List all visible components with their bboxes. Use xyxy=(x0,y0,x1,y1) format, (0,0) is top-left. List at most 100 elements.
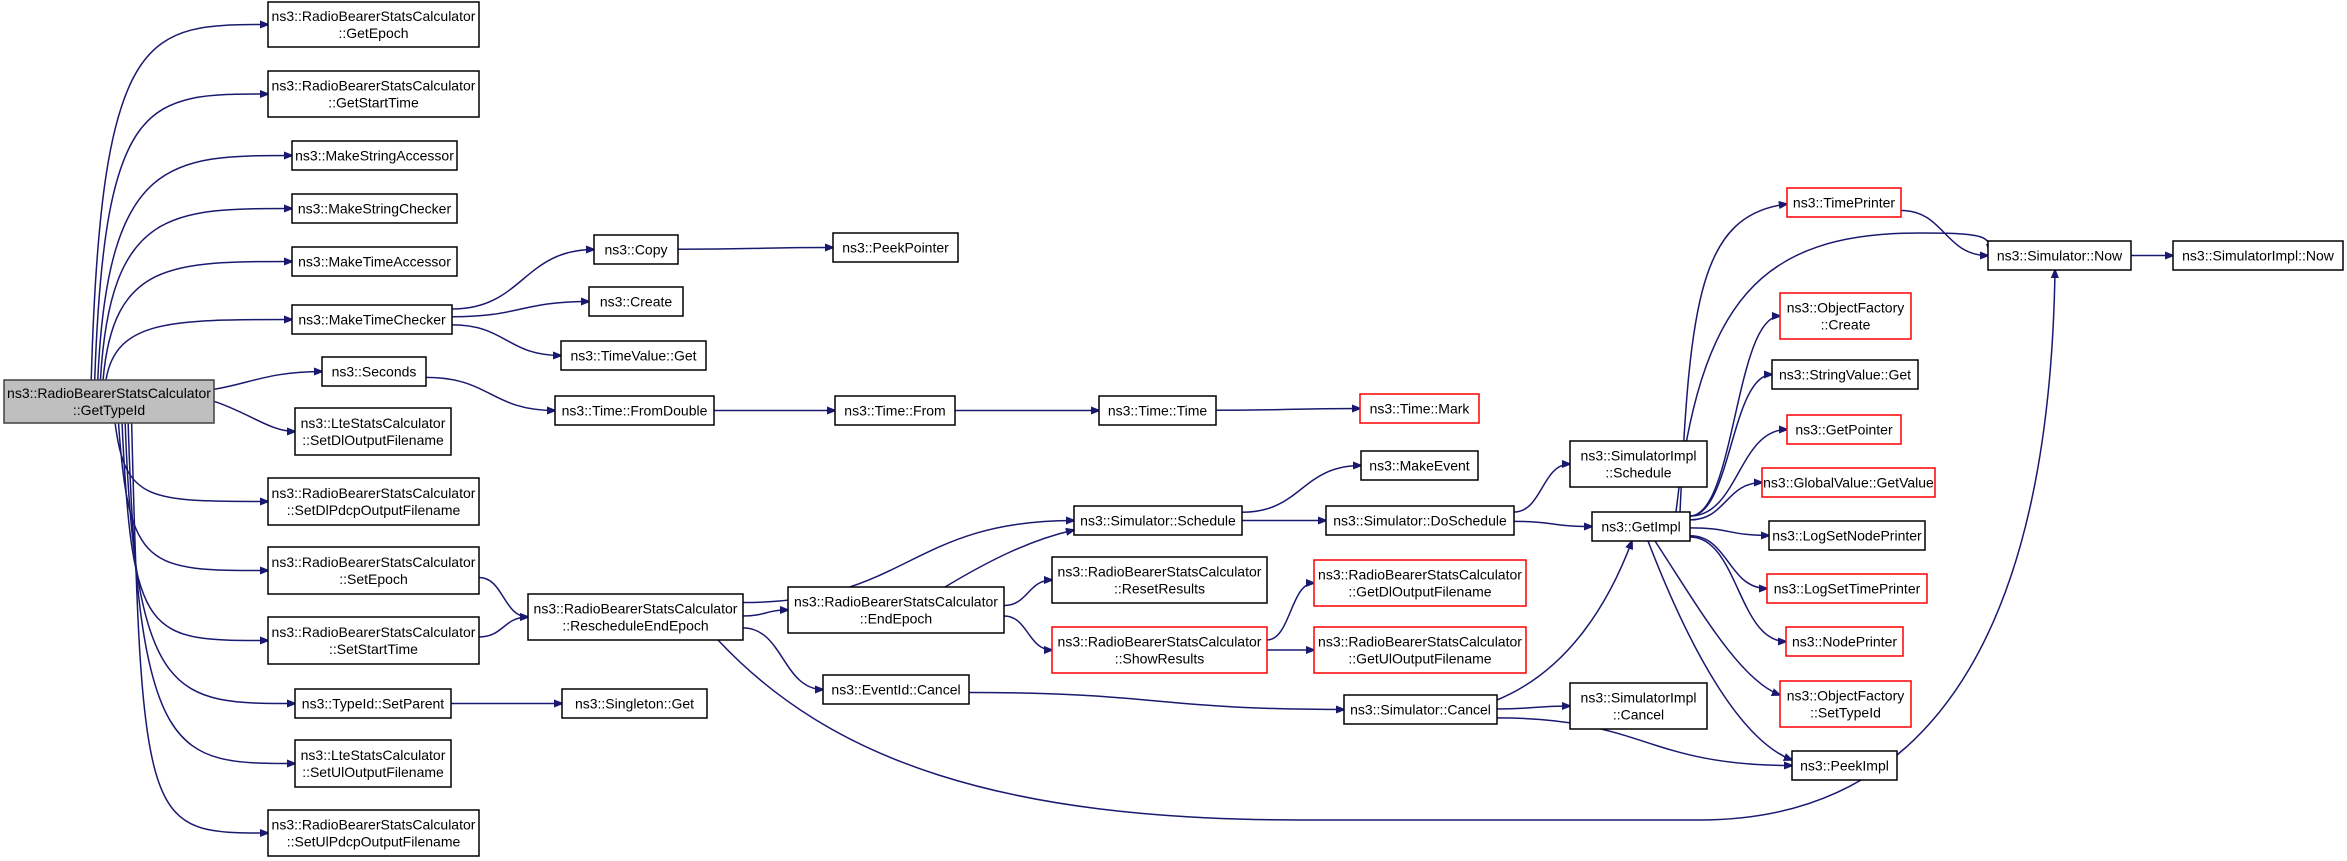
node-box xyxy=(1779,292,1912,340)
edge-showresults-to-getdlout xyxy=(1266,583,1314,641)
node-mktimeacc[interactable]: ns3::MakeTimeAccessor xyxy=(291,246,458,277)
node-copy[interactable]: ns3::Copy xyxy=(593,234,679,265)
node-peekpointer[interactable]: ns3::PeekPointer xyxy=(832,232,959,263)
node-label: ns3::RadioBearerStatsCalculator xyxy=(1318,567,1522,583)
node-ofcreate[interactable]: ns3::ObjectFactory::Create xyxy=(1779,292,1912,340)
node-box xyxy=(1325,505,1515,536)
node-getpointer[interactable]: ns3::GetPointer xyxy=(1786,414,1902,445)
node-box xyxy=(561,688,708,719)
node-label: ns3::RadioBearerStatsCalculator xyxy=(534,601,738,617)
node-label: ns3::Seconds xyxy=(332,364,417,380)
edge-simschedule-to-makeevent xyxy=(1241,466,1361,513)
node-label: ::SetTypeId xyxy=(1810,705,1881,721)
node-resetresults[interactable]: ns3::RadioBearerStatsCalculator::ResetRe… xyxy=(1051,556,1268,604)
node-box xyxy=(1786,187,1902,218)
node-label: ns3::RadioBearerStatsCalculator xyxy=(272,817,476,833)
edge-simcancel-to-implcancel xyxy=(1496,706,1570,709)
node-setdlpdcp[interactable]: ns3::RadioBearerStatsCalculator::SetDlPd… xyxy=(267,477,480,526)
node-label: ns3::TimePrinter xyxy=(1793,195,1896,211)
node-peekimpl[interactable]: ns3::PeekImpl xyxy=(1791,750,1898,781)
node-setulpdcp[interactable]: ns3::RadioBearerStatsCalculator::SetUlPd… xyxy=(267,809,480,857)
node-getdlout[interactable]: ns3::RadioBearerStatsCalculator::GetDlOu… xyxy=(1313,559,1527,607)
node-getulout[interactable]: ns3::RadioBearerStatsCalculator::GetUlOu… xyxy=(1313,626,1527,674)
edge-root-to-seconds xyxy=(213,372,322,391)
node-label: ns3::NodePrinter xyxy=(1792,634,1897,650)
node-label: ns3::RadioBearerStatsCalculator xyxy=(272,554,476,570)
node-label: ns3::Singleton::Get xyxy=(575,696,694,712)
node-label: ::SetUlPdcpOutputFilename xyxy=(287,834,461,850)
node-eventcancel[interactable]: ns3::EventId::Cancel xyxy=(822,674,970,705)
node-makeevent[interactable]: ns3::MakeEvent xyxy=(1360,450,1479,481)
node-endepoch[interactable]: ns3::RadioBearerStatsCalculator::EndEpoc… xyxy=(787,586,1005,634)
node-seconds[interactable]: ns3::Seconds xyxy=(321,356,427,387)
node-doschedule[interactable]: ns3::Simulator::DoSchedule xyxy=(1325,505,1515,536)
node-box xyxy=(1569,682,1708,730)
node-mkstrchk[interactable]: ns3::MakeStringChecker xyxy=(291,193,458,224)
node-mkstracc[interactable]: ns3::MakeStringAccessor xyxy=(291,140,458,171)
node-label: ns3::ObjectFactory xyxy=(1787,300,1905,316)
node-simnow[interactable]: ns3::Simulator::Now xyxy=(1987,240,2132,271)
node-mark[interactable]: ns3::Time::Mark xyxy=(1359,393,1480,424)
node-time[interactable]: ns3::Time::Time xyxy=(1098,395,1217,426)
node-implcancel[interactable]: ns3::SimulatorImpl::Cancel xyxy=(1569,682,1708,730)
node-box xyxy=(1591,511,1691,542)
edge-eventcancel-to-simcancel xyxy=(968,691,1344,710)
node-label: ns3::Simulator::Now xyxy=(1997,248,2123,264)
node-nodeprinter[interactable]: ns3::NodePrinter xyxy=(1785,626,1904,657)
node-timevalueget[interactable]: ns3::TimeValue::Get xyxy=(560,340,707,371)
edge-time-to-mark xyxy=(1215,409,1360,411)
edge-root-to-getepoch xyxy=(90,25,268,381)
node-label: ::EndEpoch xyxy=(860,611,932,627)
node-box xyxy=(1051,556,1268,604)
node-box xyxy=(291,140,458,171)
node-label: ns3::RadioBearerStatsCalculator xyxy=(272,8,476,24)
node-logsettime[interactable]: ns3::LogSetTimePrinter xyxy=(1766,573,1928,604)
node-label: ns3::MakeStringChecker xyxy=(298,201,452,217)
node-label: ::SetStartTime xyxy=(329,641,418,657)
node-box xyxy=(291,193,458,224)
node-setepoch[interactable]: ns3::RadioBearerStatsCalculator::SetEpoc… xyxy=(267,546,480,595)
node-singletonget[interactable]: ns3::Singleton::Get xyxy=(561,688,708,719)
node-setparent[interactable]: ns3::TypeId::SetParent xyxy=(294,688,452,719)
node-setstarttime[interactable]: ns3::RadioBearerStatsCalculator::SetStar… xyxy=(267,616,480,665)
node-implnow[interactable]: ns3::SimulatorImpl::Now xyxy=(2172,240,2344,271)
node-ltesetul[interactable]: ns3::LteStatsCalculator::SetUlOutputFile… xyxy=(294,739,452,788)
edge-root-to-mkstracc xyxy=(97,156,292,381)
node-implschedule[interactable]: ns3::SimulatorImpl::Schedule xyxy=(1569,440,1708,488)
node-create[interactable]: ns3::Create xyxy=(588,286,684,317)
node-stringvalueget[interactable]: ns3::StringValue::Get xyxy=(1771,359,1919,390)
node-getstarttime[interactable]: ns3::RadioBearerStatsCalculator::GetStar… xyxy=(267,70,480,118)
node-getimpl[interactable]: ns3::GetImpl xyxy=(1591,511,1691,542)
node-ltesetdl[interactable]: ns3::LteStatsCalculator::SetDlOutputFile… xyxy=(294,407,452,456)
edge-root-to-setdlpdcp xyxy=(114,422,268,502)
node-from[interactable]: ns3::Time::From xyxy=(834,395,956,426)
node-mktimechk[interactable]: ns3::MakeTimeChecker xyxy=(291,304,453,335)
node-timeprinter[interactable]: ns3::TimePrinter xyxy=(1786,187,1902,218)
node-label: ns3::RadioBearerStatsCalculator xyxy=(1058,634,1262,650)
node-getepoch[interactable]: ns3::RadioBearerStatsCalculator::GetEpoc… xyxy=(267,1,480,48)
node-showresults[interactable]: ns3::RadioBearerStatsCalculator::ShowRes… xyxy=(1051,626,1268,674)
node-label: ::SetEpoch xyxy=(339,571,408,587)
node-simschedule[interactable]: ns3::Simulator::Schedule xyxy=(1073,505,1243,536)
node-gvgetvalue[interactable]: ns3::GlobalValue::GetValue xyxy=(1761,467,1936,498)
node-label: ns3::PeekImpl xyxy=(1800,758,1889,774)
node-simcancel[interactable]: ns3::Simulator::Cancel xyxy=(1343,694,1498,725)
node-logsetnode[interactable]: ns3::LogSetNodePrinter xyxy=(1768,520,1926,551)
node-label: ::Cancel xyxy=(1613,707,1664,723)
edge-simcancel-to-peekimpl xyxy=(1496,717,1792,766)
node-fromdouble[interactable]: ns3::Time::FromDouble xyxy=(554,395,715,426)
node-label: ns3::SimulatorImpl xyxy=(1581,448,1697,464)
node-label: ns3::LteStatsCalculator xyxy=(301,415,446,431)
node-label: ns3::LogSetNodePrinter xyxy=(1772,528,1922,544)
edge-root-to-setstarttime xyxy=(121,422,268,641)
node-ofsettypeid[interactable]: ns3::ObjectFactory::SetTypeId xyxy=(1779,680,1912,728)
node-label: ns3::RadioBearerStatsCalculator xyxy=(272,485,476,501)
node-reschedule[interactable]: ns3::RadioBearerStatsCalculator::Resched… xyxy=(527,593,744,641)
node-label: ns3::GetImpl xyxy=(1601,519,1680,535)
node-box xyxy=(1313,626,1527,674)
node-label: ns3::Time::FromDouble xyxy=(562,403,708,419)
node-root[interactable]: ns3::RadioBearerStatsCalculator::GetType… xyxy=(3,379,215,424)
node-label: ns3::Time::Time xyxy=(1108,403,1208,419)
node-box xyxy=(1761,467,1936,498)
